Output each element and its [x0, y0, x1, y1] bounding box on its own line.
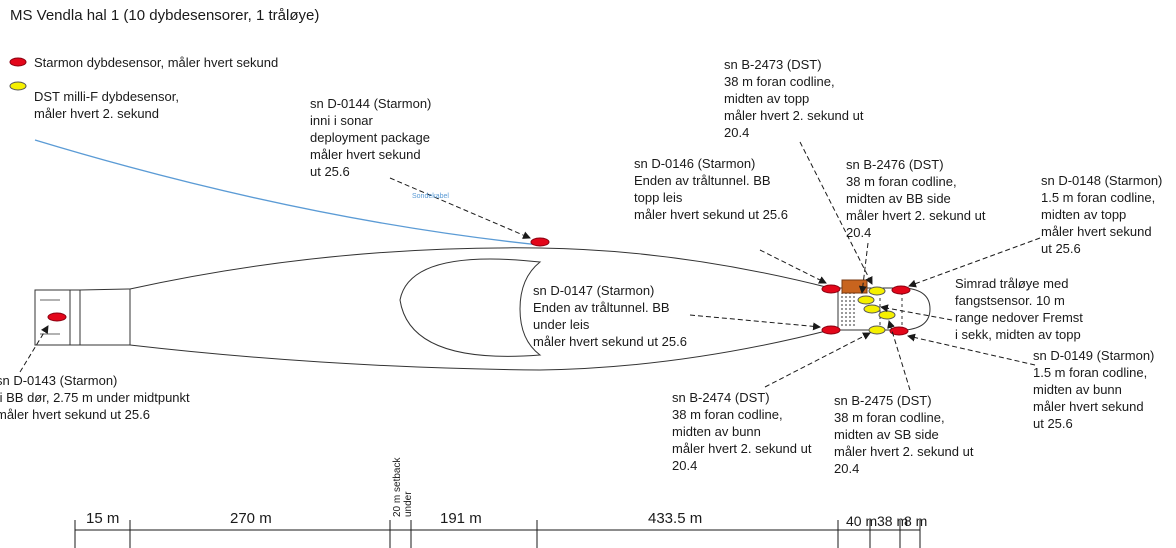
measure-setback: 20 m setback under [392, 457, 414, 517]
measurement-bar [74, 520, 921, 548]
legend-starmon-label: Starmon dybdesensor, måler hvert sekund [34, 55, 279, 70]
sensor-b2476 [857, 295, 875, 305]
warp-top [79, 288, 131, 291]
sensor-d0144 [530, 237, 550, 247]
measure-8m: 8 m [904, 513, 928, 529]
sensor-simrad [863, 304, 881, 314]
sensor-d0146 [821, 284, 841, 294]
sensor-d0143 [47, 312, 67, 322]
label-d0149: sn D-0149 (Starmon) 1.5 m foran codline,… [1033, 348, 1155, 431]
sensor-d0149 [889, 326, 909, 336]
sensor-d0148 [891, 285, 911, 295]
measure-40m: 40 m [846, 513, 878, 529]
sonde-cable [34, 139, 541, 246]
label-b2476: sn B-2476 (DST) 38 m foran codline, midt… [846, 157, 986, 240]
sensor-d0147 [821, 325, 841, 335]
measure-191m: 191 m [440, 510, 482, 527]
trawl-outline [129, 247, 931, 371]
starmon-sensors [47, 237, 911, 336]
label-b2475: sn B-2475 (DST) 38 m foran codline, midt… [834, 393, 974, 476]
dst-sensors [857, 286, 896, 335]
sonde-cable-label: Sondekabel [412, 193, 449, 200]
label-d0146: sn D-0146 (Starmon) Enden av tråltunnel.… [634, 156, 788, 222]
label-b2474: sn B-2474 (DST) 38 m foran codline, midt… [672, 390, 812, 473]
legend-dst-label: DST milli-F dybdesensor, måler hvert 2. … [34, 89, 179, 121]
label-d0148: sn D-0148 (Starmon) 1.5 m foran codline,… [1041, 173, 1163, 256]
sensor-b2475 [878, 310, 896, 320]
label-b2473: sn B-2473 (DST) 38 m foran codline, midt… [724, 57, 864, 140]
codend-netting [837, 292, 903, 328]
label-d0144: sn D-0144 (Starmon) inni i sonar deploym… [310, 96, 432, 179]
diagram-title: MS Vendla hal 1 (10 dybdesensorer, 1 trå… [10, 7, 320, 24]
label-simrad: Simrad tråløye med fangstsensor. 10 m ra… [955, 276, 1083, 342]
measure-15m: 15 m [86, 510, 120, 527]
label-d0143: sn D-0143 (Starmon) i BB dør, 2.75 m und… [0, 373, 190, 422]
measure-270m: 270 m [230, 510, 272, 527]
measure-433m: 433.5 m [648, 510, 703, 527]
sensor-b2473 [868, 286, 886, 296]
legend-dst-marker [9, 81, 27, 91]
sensor-b2474 [868, 325, 886, 335]
label-d0147: sn D-0147 (Starmon) Enden av tråltunnel.… [533, 283, 687, 349]
legend-starmon-marker [9, 57, 27, 67]
measure-38m: 38 m [877, 513, 909, 529]
leader-lines [19, 141, 1041, 391]
